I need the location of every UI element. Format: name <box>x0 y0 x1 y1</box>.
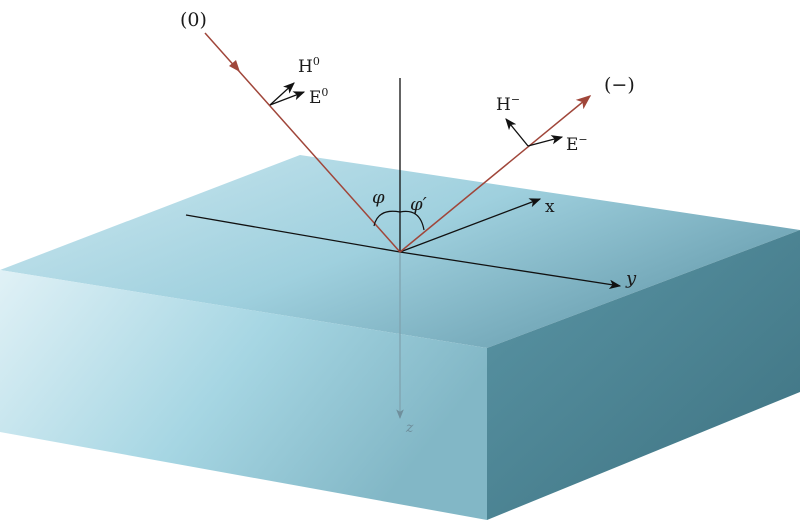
reflection-angle-label: φ′ <box>410 194 427 215</box>
h-reflected-vector <box>505 118 529 147</box>
angle-arc-reflected <box>399 210 425 231</box>
e-reflected-vector <box>527 135 564 147</box>
h-incident-label: H0 <box>298 55 320 77</box>
x-axis <box>399 198 542 253</box>
reflected-wave-label: (−) <box>604 74 635 96</box>
e-incident-vector <box>269 91 306 106</box>
incident-ray-arrowhead <box>229 60 240 72</box>
angle-arc-incident <box>373 210 401 227</box>
h-reflected-label: H− <box>496 93 520 115</box>
y-axis-label: y <box>625 268 637 289</box>
incidence-angle-label: φ <box>372 187 385 208</box>
x-axis-label: x <box>545 197 555 217</box>
z-axis-label: z <box>405 420 414 436</box>
slab-side-face <box>487 230 800 520</box>
plane-of-incidence-line <box>185 214 401 253</box>
slab-front-face <box>0 270 487 520</box>
y-axis <box>399 251 622 290</box>
incident-wave-label: (0) <box>180 9 207 31</box>
e-reflected-label: E− <box>566 133 588 155</box>
reflected-ray <box>399 95 592 253</box>
e-incident-label: E0 <box>309 86 328 108</box>
h-incident-vector <box>269 82 295 106</box>
